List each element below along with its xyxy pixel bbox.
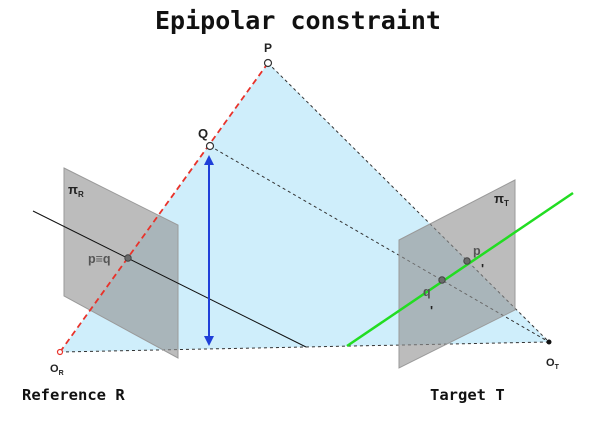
origin-OT-marker xyxy=(546,339,552,345)
label-p-prime: p xyxy=(473,244,481,258)
reference-image-plane xyxy=(63,167,179,359)
label-Q: Q xyxy=(198,126,208,141)
epipolar-line xyxy=(346,191,574,348)
label-q-prime-mark: ' xyxy=(430,303,433,318)
origin-OR-marker xyxy=(56,348,64,356)
label-p-eq-q: p≡q xyxy=(88,252,111,266)
label-OR: OR xyxy=(50,363,64,377)
label-P: P xyxy=(264,41,272,55)
reference-caption: Reference R xyxy=(22,386,125,404)
target-caption: Target T xyxy=(430,386,505,404)
diagram-title: Epipolar constraint xyxy=(155,6,441,35)
target-image-plane xyxy=(398,179,516,369)
label-pi-R: πR xyxy=(68,182,84,199)
label-q-prime: q xyxy=(423,285,431,299)
label-OT: OT xyxy=(546,357,560,371)
label-p-prime-mark: ' xyxy=(481,261,484,276)
point-P-marker xyxy=(263,58,273,68)
point-pq-marker xyxy=(124,254,132,262)
reference-line xyxy=(32,210,307,348)
label-pi-T: πT xyxy=(494,191,509,208)
point-q-prime-marker xyxy=(438,276,446,284)
point-Q-marker xyxy=(205,141,215,151)
point-p-prime-marker xyxy=(463,257,471,265)
